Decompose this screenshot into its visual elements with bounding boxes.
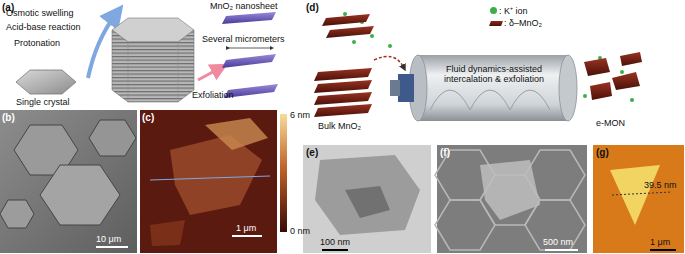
colorbar-label: 0 nm: [290, 226, 310, 236]
step-label: Exfoliation: [192, 90, 234, 100]
panel-letter: (d): [306, 2, 319, 14]
scale-bar-label: 100 nm: [320, 237, 350, 247]
panel-letter: (e): [306, 147, 318, 159]
process-label: Fluid dynamics-assisted intercalation & …: [430, 64, 558, 85]
object-label: Bulk MnO₂: [318, 121, 361, 131]
legend-text: : K⁺ ion: [499, 4, 528, 17]
colorbar-label: 6 nm: [290, 110, 310, 120]
object-label: e-MON: [596, 118, 625, 128]
dimension-label: Several micrometers: [202, 34, 285, 44]
step-label: Osmotic swelling: [6, 8, 74, 18]
scale-bar-label: 500 nm: [543, 237, 573, 247]
panel-letter: (c): [142, 112, 154, 124]
scale-bar-label: 1 μm: [236, 223, 256, 233]
panel-letter: (f): [440, 147, 450, 159]
legend-swatch: [489, 21, 503, 26]
panel-letter: (g): [596, 147, 609, 159]
legend-entry: : K⁺ ion: [490, 4, 528, 17]
dimension-label: 39.5 nm: [644, 180, 677, 190]
step-label: Acid-base reaction: [6, 22, 81, 32]
scale-bar-label: 1 μm: [650, 237, 670, 247]
panel-letter: (b): [2, 112, 15, 124]
legend-swatch: [490, 7, 497, 14]
object-label: Single crystal: [16, 97, 70, 107]
legend-entry: : δ–MnO₂: [490, 18, 542, 28]
step-label: Protonation: [14, 38, 60, 48]
object-label: MnO₂ nanosheet: [210, 1, 278, 11]
scale-bar-label: 10 μm: [96, 234, 121, 244]
legend-text: : δ–MnO₂: [504, 18, 542, 28]
